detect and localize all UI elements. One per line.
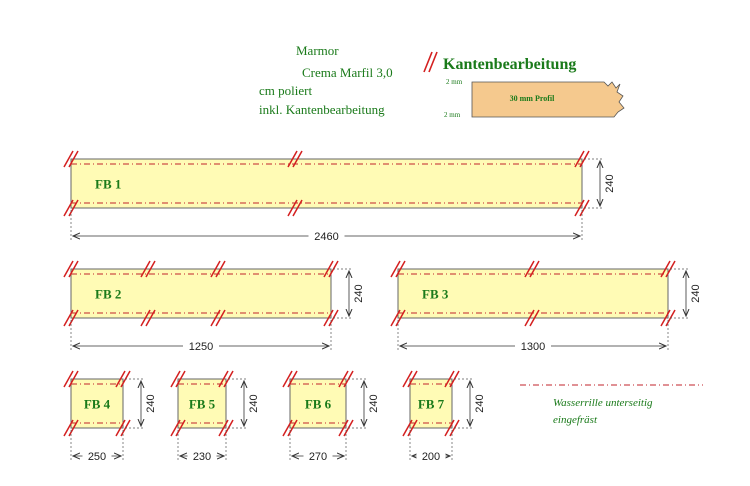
depth-dimension-label: 240 <box>368 394 380 412</box>
slab-body <box>289 378 347 429</box>
slabs-layer: FB 1 240 2460 FB 2 240 1250 FB 3 240 1300 FB 4 240… <box>63 150 702 463</box>
slab-4: FB 4 240 250 <box>63 370 157 463</box>
legend-bottom-mm: 2 mm <box>444 111 461 119</box>
slab-6: FB 6 240 270 <box>282 370 380 463</box>
edge-mark-icon <box>287 199 303 217</box>
edge-mark-icon <box>210 260 226 278</box>
depth-dimension-label: 240 <box>248 394 260 412</box>
slab-label: FB 3 <box>422 287 449 302</box>
edge-mark-icon <box>63 260 79 278</box>
slab-label: FB 7 <box>418 397 445 412</box>
length-dimension-label: 250 <box>88 451 106 463</box>
edge-mark-icon <box>63 419 79 437</box>
profile-shape <box>471 81 625 118</box>
slab-body <box>70 378 124 429</box>
material-line-3: cm poliert <box>259 83 312 98</box>
slab-5: FB 5 240 230 <box>170 370 260 463</box>
slab-label: FB 6 <box>305 397 332 412</box>
edge-mark-icon <box>140 260 156 278</box>
edge-mark-icon <box>423 51 438 73</box>
slab-label: FB 5 <box>189 397 216 412</box>
legend-title: Kantenbearbeitung <box>443 56 576 73</box>
length-dimension-label: 230 <box>193 451 211 463</box>
edge-mark-icon <box>402 370 418 388</box>
slab-body <box>409 378 453 429</box>
slab-label: FB 4 <box>84 397 111 412</box>
edge-mark-icon <box>287 150 303 168</box>
slab-body <box>70 158 583 209</box>
length-dimension-label: 1300 <box>521 341 545 353</box>
material-line-2: Crema Marfil 3,0 <box>302 65 393 80</box>
slab-1: FB 1 240 2460 <box>63 150 616 243</box>
depth-dimension-label: 240 <box>474 394 486 412</box>
legend-top-mm: 2 mm <box>446 78 463 86</box>
edge-mark-icon <box>63 309 79 327</box>
edge-mark-icon <box>524 260 540 278</box>
length-dimension-label: 270 <box>309 451 327 463</box>
slab-body <box>177 378 227 429</box>
edge-mark-icon <box>63 370 79 388</box>
length-dimension-label: 200 <box>422 451 440 463</box>
edge-mark-icon <box>524 309 540 327</box>
slab-body <box>70 268 332 319</box>
groove-legend-line-2: eingefräst <box>553 414 598 426</box>
edge-mark-icon <box>63 150 79 168</box>
material-line-4: inkl. Kantenbearbeitung <box>259 102 385 117</box>
depth-dimension-label: 240 <box>604 174 616 192</box>
material-description: Marmor Crema Marfil 3,0 cm poliert inkl.… <box>259 43 393 117</box>
material-line-1: Marmor <box>296 43 339 58</box>
edge-mark-icon <box>390 260 406 278</box>
depth-dimension-label: 240 <box>145 394 157 412</box>
edge-mark-icon <box>210 309 226 327</box>
slab-2: FB 2 240 1250 <box>63 260 365 353</box>
depth-dimension-label: 240 <box>690 284 702 302</box>
slab-body <box>397 268 669 319</box>
length-dimension-label: 2460 <box>314 231 338 243</box>
edge-mark-icon <box>282 419 298 437</box>
edge-mark-icon <box>140 309 156 327</box>
edge-mark-icon <box>170 370 186 388</box>
edge-mark-icon <box>402 419 418 437</box>
slab-label: FB 2 <box>95 287 121 302</box>
depth-dimension-label: 240 <box>353 284 365 302</box>
edge-processing-legend: Kantenbearbeitung 2 mm 2 mm 30 mm Profil <box>423 51 625 119</box>
length-dimension-label: 1250 <box>189 341 213 353</box>
profile-label: 30 mm Profil <box>510 94 556 103</box>
slab-7: FB 7 240 200 <box>402 370 486 463</box>
edge-mark-icon <box>282 370 298 388</box>
edge-mark-icon <box>63 199 79 217</box>
edge-mark-icon <box>170 419 186 437</box>
edge-mark-icon <box>390 309 406 327</box>
slab-label: FB 1 <box>95 177 121 192</box>
groove-legend: Wasserrille unterseitig eingefräst <box>520 384 703 426</box>
groove-legend-line-1: Wasserrille unterseitig <box>553 397 653 409</box>
slab-3: FB 3 240 1300 <box>390 260 702 353</box>
